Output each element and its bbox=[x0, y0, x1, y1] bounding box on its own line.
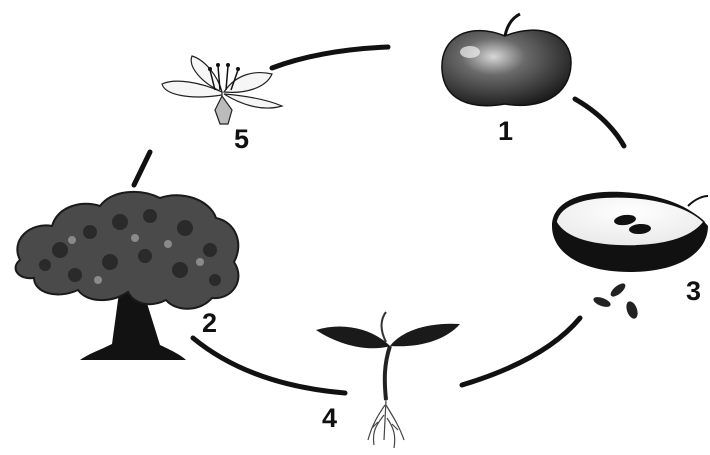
flower-icon bbox=[162, 56, 282, 124]
seeds-icon bbox=[592, 281, 640, 320]
apple-icon bbox=[442, 14, 571, 106]
arrow-seeds-to-seedling bbox=[462, 318, 580, 385]
arrow-seedling-to-tree bbox=[193, 338, 345, 393]
stage-2-tree: 2 bbox=[16, 192, 239, 360]
stage-label-2: 2 bbox=[202, 308, 217, 338]
stage-label-5: 5 bbox=[234, 124, 249, 154]
arrow-flower-to-apple bbox=[272, 47, 388, 68]
stage-3-cut-apple: 3 bbox=[552, 192, 708, 320]
stage-label-4: 4 bbox=[322, 403, 337, 433]
cut-apple-icon bbox=[552, 192, 708, 272]
arrow-apple-to-cut-apple bbox=[575, 99, 624, 146]
stage-label-3: 3 bbox=[686, 276, 701, 306]
stage-1-apple: 1 bbox=[442, 14, 571, 146]
stage-5-flower: 5 bbox=[162, 56, 282, 154]
stage-label-1: 1 bbox=[498, 116, 513, 146]
stage-4-seedling: 4 bbox=[316, 312, 460, 448]
seedling-icon bbox=[316, 312, 460, 448]
arrow-tree-to-flower bbox=[134, 152, 150, 185]
